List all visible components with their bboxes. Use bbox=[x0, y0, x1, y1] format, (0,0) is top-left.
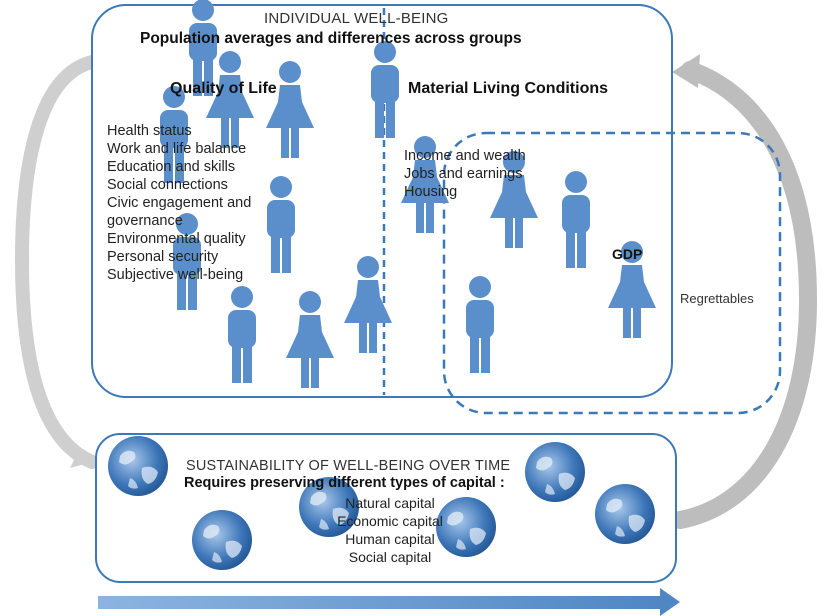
flow-arrow-left bbox=[14, 55, 99, 469]
globe-icon bbox=[525, 442, 585, 502]
qol-item: Civic engagement and bbox=[107, 195, 252, 211]
globe-icon bbox=[595, 484, 655, 544]
capital-item: Economic capital bbox=[337, 513, 443, 529]
qol-item: Health status bbox=[107, 123, 192, 139]
capital-item: Social capital bbox=[348, 549, 432, 565]
regrettables-label: Regrettables bbox=[680, 291, 754, 306]
time-arrow bbox=[98, 596, 664, 609]
quality-of-life-list: Health status Work and life balance Educ… bbox=[107, 122, 251, 284]
gdp-label: GDP bbox=[612, 246, 643, 262]
qol-item: Subjective well-being bbox=[107, 267, 244, 283]
gdp-dashed-region bbox=[442, 131, 782, 415]
qol-item: Environmental quality bbox=[107, 231, 246, 247]
flow-arrow-right bbox=[671, 61, 818, 529]
individual-wellbeing-subtitle: Population averages and differences acro… bbox=[140, 30, 522, 47]
qol-item: Work and life balance bbox=[107, 141, 247, 157]
quality-of-life-heading: Quality of Life bbox=[170, 80, 277, 97]
material-living-list: Income and wealth Jobs and earnings Hous… bbox=[404, 147, 526, 201]
mlc-item: Jobs and earnings bbox=[404, 166, 523, 182]
sustainability-subtitle: Requires preserving different types of c… bbox=[184, 475, 505, 491]
capital-item: Human capital bbox=[345, 531, 435, 547]
mlc-item: Housing bbox=[404, 184, 458, 200]
capital-list: Natural capital Economic capital Human c… bbox=[300, 494, 480, 566]
globe-icon bbox=[192, 510, 252, 570]
mlc-item: Income and wealth bbox=[404, 148, 526, 164]
sustainability-title: SUSTAINABILITY OF WELL-BEING OVER TIME bbox=[186, 458, 511, 474]
qol-item: Social connections bbox=[107, 177, 228, 193]
globe-icon bbox=[108, 436, 168, 496]
qol-item: governance bbox=[107, 213, 183, 229]
qol-item: Education and skills bbox=[107, 159, 236, 175]
material-living-heading: Material Living Conditions bbox=[408, 80, 609, 97]
individual-wellbeing-title: INDIVIDUAL WELL-BEING bbox=[264, 10, 449, 27]
qol-item: Personal security bbox=[107, 249, 219, 265]
capital-item: Natural capital bbox=[345, 495, 435, 511]
